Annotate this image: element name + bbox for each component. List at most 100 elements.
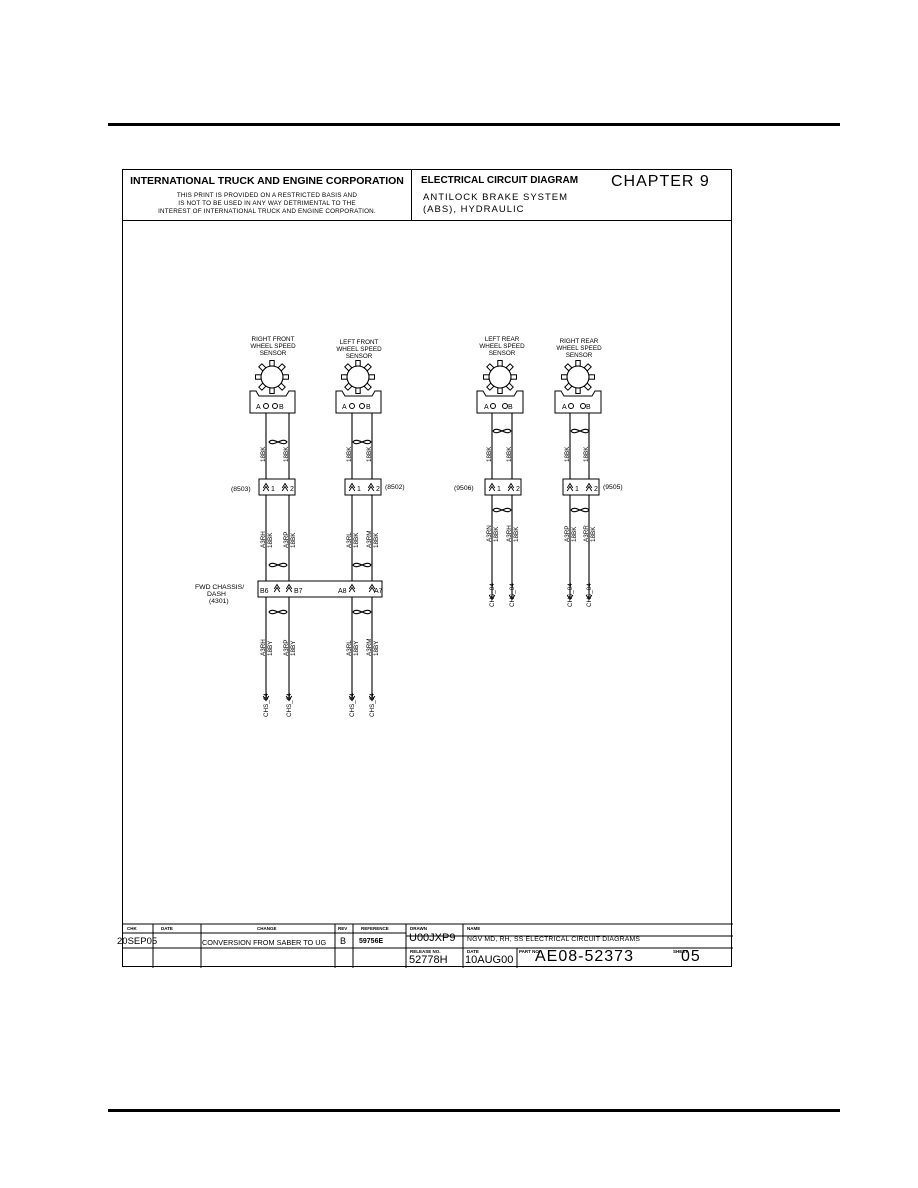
svg-text:CHS_04: CHS_04 xyxy=(567,583,574,607)
svg-text:A8: A8 xyxy=(338,588,347,595)
svg-text:1: 1 xyxy=(497,486,501,493)
notice-line-3: INTEREST OF INTERNATIONAL TRUCK AND ENGI… xyxy=(158,208,376,215)
tb-drawn-header: DRAWN xyxy=(410,926,427,931)
svg-text:2: 2 xyxy=(376,486,380,493)
lr-label-1: LEFT REAR xyxy=(485,336,520,343)
svg-text:A3RN: A3RN xyxy=(486,525,493,542)
connector-8503-label: (8503) xyxy=(231,486,251,493)
tb-release-header: RELEASE NO. xyxy=(410,949,441,954)
right-front-sensor: RIGHT FRONT WHEEL SPEED SENSOR A B xyxy=(249,336,296,414)
header-divider xyxy=(411,170,412,220)
svg-text:CHS_04: CHS_04 xyxy=(349,693,356,717)
inline-connector-9506: 1 2 (9506) xyxy=(454,478,522,496)
svg-text:CHS_04: CHS_04 xyxy=(586,583,593,607)
top-rule xyxy=(108,123,840,126)
rr-label-3: SENSOR xyxy=(566,352,593,359)
chapter-label: CHAPTER 9 xyxy=(611,173,710,190)
tb-rev-header: REV xyxy=(338,926,348,931)
svg-text:18BK: 18BK xyxy=(290,532,297,548)
front-wires xyxy=(265,413,590,699)
rf-label-3: SENSOR xyxy=(260,350,287,357)
tb-date-value: 10AUG00 xyxy=(465,954,514,966)
svg-text:A3RL: A3RL xyxy=(346,532,353,548)
lf-pin-a: A xyxy=(342,404,347,411)
svg-text:A3RR: A3RR xyxy=(583,525,590,542)
svg-text:CHS_04: CHS_04 xyxy=(286,693,293,717)
rf-label-1: RIGHT FRONT xyxy=(252,336,295,343)
svg-text:18BK: 18BK xyxy=(493,526,500,542)
svg-text:18BK: 18BK xyxy=(571,526,578,542)
lr-label-2: WHEEL SPEED xyxy=(479,343,525,350)
connector-9505-label: (9505) xyxy=(603,484,623,491)
svg-text:1: 1 xyxy=(575,486,579,493)
svg-text:A3RM: A3RM xyxy=(366,639,373,657)
rr-label-1: RIGHT REAR xyxy=(560,338,599,345)
svg-text:CHS_04: CHS_04 xyxy=(489,583,496,607)
mid-wire-labels: A3RH 18BK A3RP 18BK A3RL 18BK A3RM 18BK … xyxy=(260,525,597,548)
tb-row-change: CONVERSION FROM SABER TO UG xyxy=(202,938,327,947)
svg-text:18BY: 18BY xyxy=(373,640,380,656)
svg-text:(4301): (4301) xyxy=(209,598,229,605)
svg-text:A3RH: A3RH xyxy=(506,525,513,542)
lf-pin-b: B xyxy=(366,404,371,411)
tb-sheet-header: SHEET xyxy=(673,949,689,954)
svg-text:2: 2 xyxy=(290,486,294,493)
svg-text:CHS_04: CHS_04 xyxy=(509,583,516,607)
inline-connector-8503: 1 2 (8503) xyxy=(231,478,296,496)
inline-connector-8502: 1 2 (8502) xyxy=(344,478,405,496)
company-name: INTERNATIONAL TRUCK AND ENGINE CORPORATI… xyxy=(130,175,404,187)
notice-line-2: IS NOT TO BE USED IN ANY WAY DETRIMENTAL… xyxy=(178,200,356,207)
svg-text:18BY: 18BY xyxy=(267,640,274,656)
svg-text:1: 1 xyxy=(357,486,361,493)
svg-text:1: 1 xyxy=(271,486,275,493)
tb-partno-value: AE08-52373 xyxy=(535,948,634,965)
svg-text:18BY: 18BY xyxy=(353,640,360,656)
front-grounds: CHS_04 CHS_04 CHS_04 CHS_04 xyxy=(262,693,376,717)
lr-label-3: SENSOR xyxy=(489,350,516,357)
tb-row-reference: 59756E xyxy=(359,938,384,945)
document-type: ELECTRICAL CIRCUIT DIAGRAM xyxy=(421,175,579,186)
chassis-connector: FWD CHASSIS/ DASH (4301) B6 B7 A8 A7 xyxy=(195,580,383,605)
tb-date2-header: DATE xyxy=(467,949,479,954)
svg-text:CHS_04: CHS_04 xyxy=(369,693,376,717)
notice-line-1: THIS PRINT IS PROVIDED ON A RESTRICTED B… xyxy=(176,192,358,199)
lr-pin-b: B xyxy=(508,404,513,411)
rr-pin-b: B xyxy=(586,404,591,411)
svg-text:2: 2 xyxy=(516,486,520,493)
svg-text:CHS_04: CHS_04 xyxy=(263,693,270,717)
rf-label-2: WHEEL SPEED xyxy=(250,343,296,350)
svg-text:18BK: 18BK xyxy=(583,446,590,462)
svg-text:18BK: 18BK xyxy=(353,532,360,548)
header-bottom-line xyxy=(123,220,731,221)
svg-text:18BK: 18BK xyxy=(486,446,493,462)
subtitle-line-2: (ABS), HYDRAULIC xyxy=(423,204,525,215)
svg-text:A3RP: A3RP xyxy=(283,532,290,548)
svg-text:A7: A7 xyxy=(374,588,383,595)
left-rear-sensor: LEFT REAR WHEEL SPEED SENSOR A B xyxy=(476,336,525,414)
title-block-grid xyxy=(123,923,733,968)
svg-text:18BK: 18BK xyxy=(267,532,274,548)
tb-drawn-value: U00JXP9 xyxy=(409,932,456,944)
svg-text:18BK: 18BK xyxy=(590,526,597,542)
left-front-sensor: LEFT FRONT WHEEL SPEED SENSOR A B xyxy=(335,339,382,414)
svg-text:18BK: 18BK xyxy=(260,446,267,462)
tb-name-header: NAME xyxy=(467,926,481,931)
rr-pin-a: A xyxy=(562,404,567,411)
svg-text:A3RM: A3RM xyxy=(366,531,373,549)
svg-text:18BK: 18BK xyxy=(513,526,520,542)
subtitle-line-1: ANTILOCK BRAKE SYSTEM xyxy=(423,192,569,203)
schematic: RIGHT FRONT WHEEL SPEED SENSOR A B LEFT … xyxy=(123,336,733,968)
lf-label-2: WHEEL SPEED xyxy=(336,346,382,353)
svg-text:2: 2 xyxy=(594,486,598,493)
tb-chk-header: CHK xyxy=(127,926,137,931)
svg-text:A3RH: A3RH xyxy=(260,531,267,548)
tb-change-header: CHANGE xyxy=(257,926,277,931)
svg-text:A3RH: A3RH xyxy=(260,639,267,656)
svg-text:18BK: 18BK xyxy=(564,446,571,462)
tb-sheet-value: 05 xyxy=(681,948,701,965)
svg-text:18BK: 18BK xyxy=(366,446,373,462)
bottom-rule xyxy=(108,1109,840,1112)
gauge-labels-upper: 18BK 18BK 18BK 18BK 18BK 18BK 18BK 18BK xyxy=(260,446,590,462)
connector-9506-label: (9506) xyxy=(454,485,474,492)
svg-text:A3RL: A3RL xyxy=(346,640,353,656)
